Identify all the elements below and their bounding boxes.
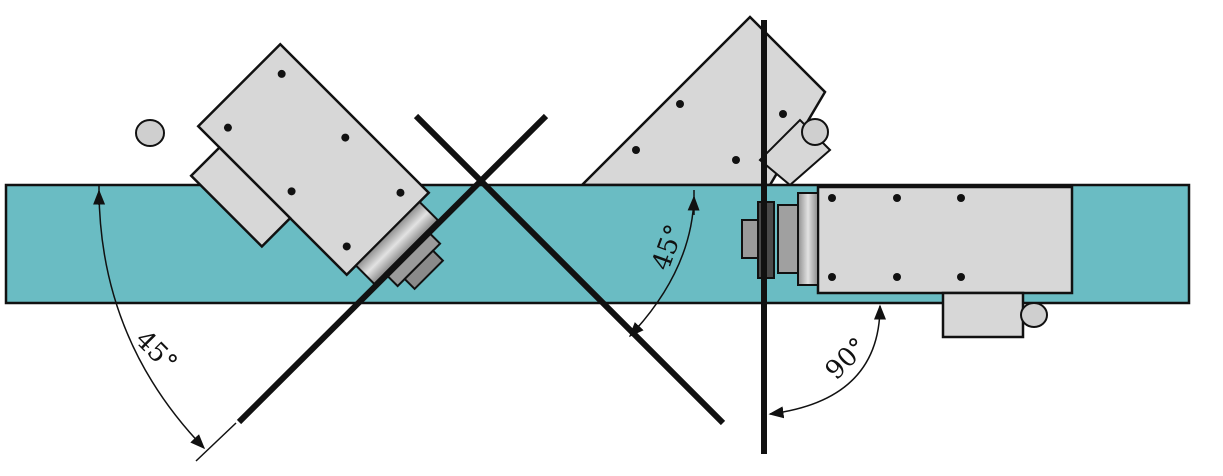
top-right-knob-icon	[801, 118, 829, 146]
left-angle-label: 45°	[129, 325, 183, 379]
right-angle-arc	[768, 304, 886, 419]
blade-middle-45	[413, 113, 726, 426]
top-right-motor-housing	[578, 15, 832, 187]
left-motor-housing	[189, 42, 445, 291]
right-knob-icon	[1020, 302, 1048, 328]
right-angle-label: 90°	[820, 332, 874, 386]
left-knob-icon	[135, 119, 165, 147]
blade-left-45	[236, 113, 549, 425]
saw-blades	[236, 20, 767, 454]
right-motor-housing	[741, 185, 1074, 339]
angle-dimensions	[93, 185, 886, 462]
left-angle-arc	[93, 189, 206, 450]
middle-angle-arc	[628, 195, 700, 338]
